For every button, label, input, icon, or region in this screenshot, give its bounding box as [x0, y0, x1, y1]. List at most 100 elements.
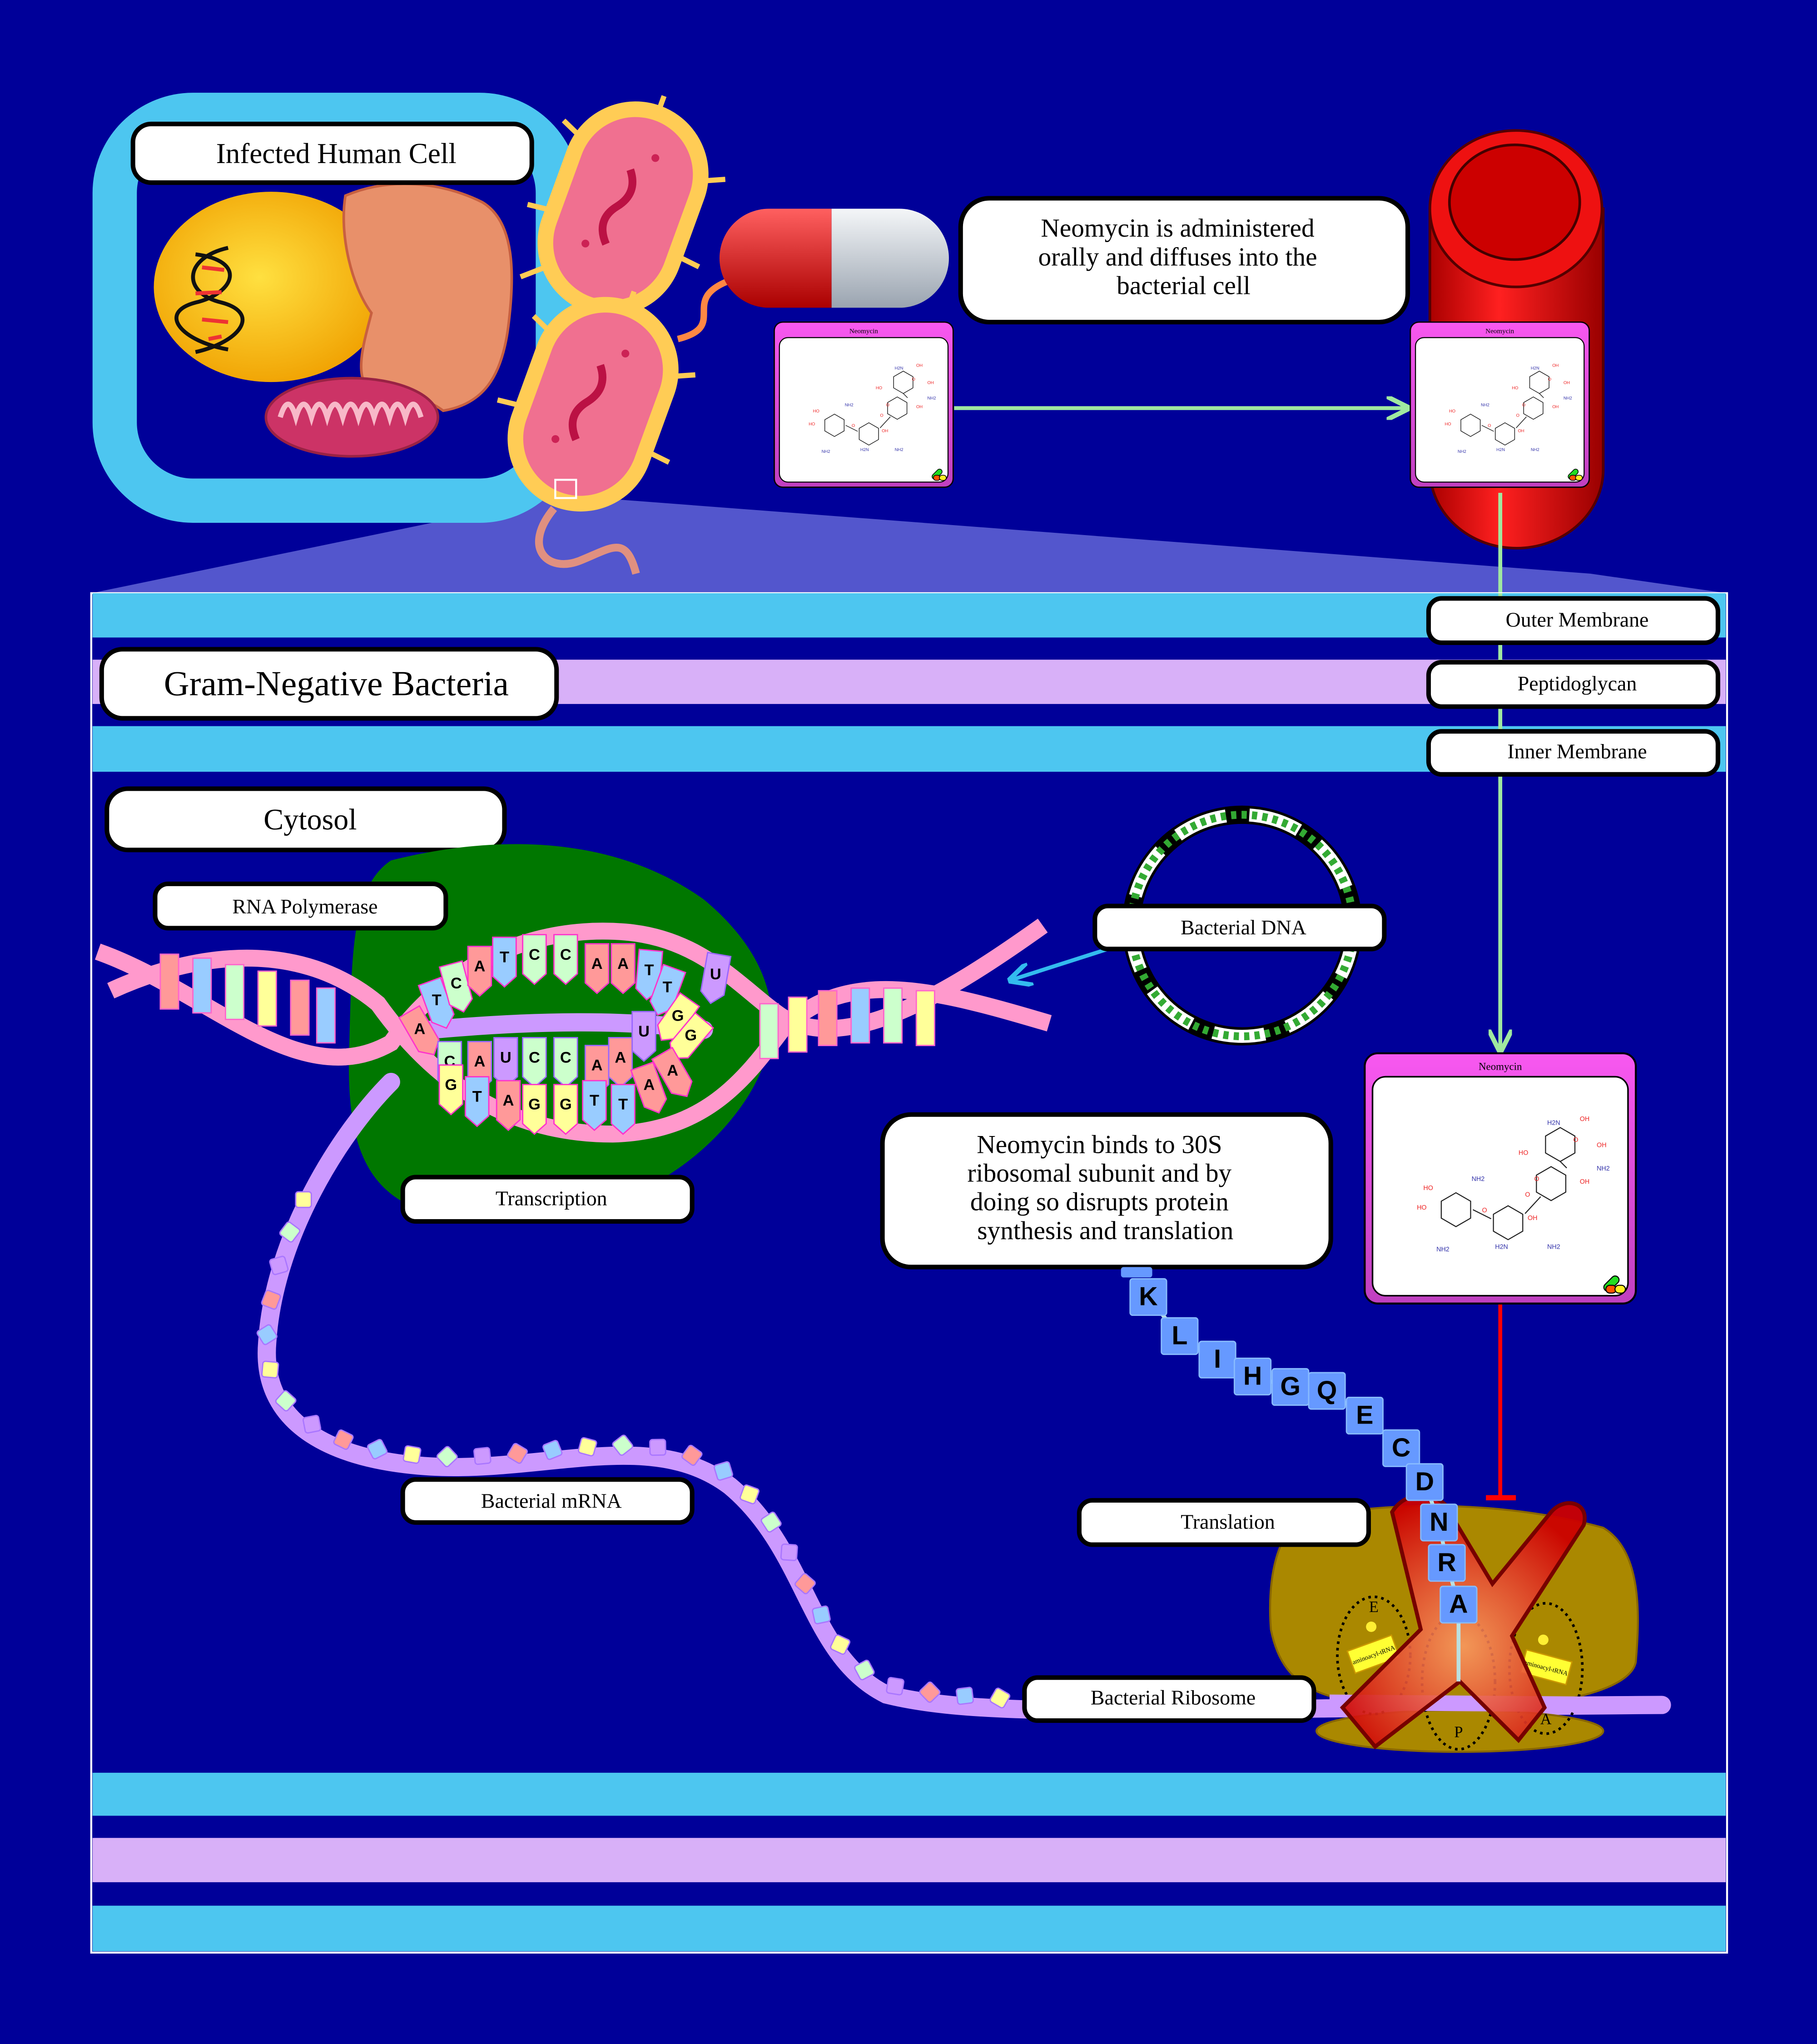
nucleotide-T: T: [611, 1084, 635, 1135]
cytosol-label: Cytosol: [263, 803, 357, 836]
amino-acid-N: N: [1420, 1503, 1458, 1542]
mrna-base: [333, 1429, 354, 1450]
amino-acid-L: L: [1161, 1317, 1199, 1355]
atom-label: NH2: [1458, 449, 1466, 454]
svg-text:T: T: [472, 1088, 482, 1106]
bacterial-ribosome-label: Bacterial Ribosome: [1091, 1686, 1256, 1709]
nucleotide-C: C: [553, 1037, 578, 1088]
atom-label: OH: [1518, 429, 1524, 434]
svg-text:A: A: [591, 1057, 603, 1074]
atom-label: HO: [1519, 1150, 1529, 1157]
svg-text:A: A: [474, 958, 486, 975]
atom-label: NH2: [845, 403, 854, 408]
nucleotide-A: A: [651, 1047, 693, 1097]
administration-note: Neomycin is administered orally and diff…: [1038, 214, 1324, 300]
nucleotide-A: A: [496, 1080, 521, 1131]
mrna-base: [649, 1439, 666, 1456]
atom-label: O: [852, 423, 855, 428]
dna-base-pairs: [159, 953, 935, 1059]
nucleotide-A: A: [611, 943, 635, 994]
mitochondrion: [264, 377, 440, 458]
mrna-base: [681, 1444, 703, 1466]
mrna-base: [256, 1324, 278, 1345]
peptidoglycan-layer-bottom: [92, 1838, 1726, 1882]
amino-acid-Q: Q: [1308, 1372, 1346, 1410]
dna-base-pair: [818, 990, 838, 1047]
nucleotide-U: U: [631, 1011, 656, 1062]
atom-label: HO: [813, 409, 819, 414]
dna-arrow: [1010, 947, 1109, 980]
atom-label: NH2: [1436, 1246, 1450, 1253]
mrna-base: [402, 1445, 422, 1464]
dna-base-pair: [759, 1003, 779, 1059]
mrna-base: [473, 1447, 491, 1465]
gram-negative-label-box: [99, 647, 559, 721]
svg-text:A: A: [644, 1077, 655, 1094]
translation-label: Translation: [1181, 1510, 1275, 1533]
dna-base-pair: [159, 953, 179, 1010]
atom-label: OH: [1564, 380, 1570, 385]
svg-text:N: N: [1430, 1508, 1448, 1537]
mrna-base: [302, 1414, 322, 1434]
mrna-base: [780, 1543, 798, 1561]
svg-text:A: A: [414, 1020, 426, 1037]
atom-label: O: [880, 413, 883, 418]
mrna-base: [261, 1360, 279, 1379]
atom-label: HO: [1449, 409, 1455, 414]
mrna-base: [279, 1221, 301, 1243]
dna-base-pair: [224, 964, 245, 1020]
bacterial-mrna-label-box: [400, 1477, 695, 1525]
mechanism-note-box: [880, 1112, 1333, 1270]
drug-name: Neomycin: [1485, 327, 1514, 335]
transcription-label: Transcription: [496, 1187, 607, 1210]
svg-text:G: G: [445, 1077, 457, 1094]
atom-label: O: [1522, 403, 1525, 408]
nucleotide-C: C: [553, 934, 578, 985]
mrna-base: [760, 1511, 782, 1533]
svg-text:I: I: [1214, 1344, 1221, 1374]
svg-text:C: C: [560, 1049, 571, 1066]
atom-label: O: [886, 403, 889, 408]
rna-polymerase-label: RNA Polymerase: [232, 895, 377, 918]
inner-membrane-bottom: [92, 1772, 1726, 1816]
atom-label: OH: [1580, 1178, 1590, 1186]
svg-text:K: K: [1139, 1282, 1157, 1311]
drug-name: Neomycin: [849, 327, 878, 335]
mrna-base: [812, 1605, 831, 1625]
amino-acid-partial: [1121, 1267, 1152, 1278]
mrna-base: [261, 1290, 281, 1310]
nucleotide-T: T: [464, 1076, 490, 1127]
svg-text:G: G: [685, 1027, 697, 1044]
nucleotide-G: G: [657, 992, 700, 1041]
mrna-base: [989, 1687, 1011, 1709]
atom-label: OH: [1580, 1116, 1590, 1123]
atom-label: O: [1525, 1191, 1530, 1199]
mrna-base: [275, 1390, 297, 1412]
atom-label: H2N: [1547, 1120, 1560, 1127]
neomycin-structure: [1460, 371, 1549, 446]
mrna-base: [713, 1461, 734, 1481]
drug-name: Neomycin: [1479, 1061, 1522, 1072]
dna-base-pair: [290, 979, 310, 1036]
svg-text:C: C: [529, 946, 540, 963]
bacterial-dna-label: Bacterial DNA: [1181, 916, 1306, 939]
atom-label: HO: [1417, 1204, 1427, 1211]
atom-label: NH2: [1597, 1165, 1610, 1172]
svg-text:C: C: [529, 1049, 540, 1066]
svg-text:U: U: [500, 1049, 511, 1066]
neomycin-structure: [824, 371, 913, 446]
inner-membrane-label: Inner Membrane: [1507, 739, 1647, 763]
mrna-base: [542, 1440, 563, 1460]
nucleotide-A: A: [584, 943, 610, 994]
amino-acid-H: H: [1233, 1357, 1272, 1396]
nucleotide-A: A: [398, 1005, 440, 1056]
svg-text:A: A: [474, 1053, 486, 1070]
nucleotide-G: G: [669, 1012, 715, 1059]
atom-label: O: [1516, 413, 1519, 418]
translation-label-box: [1077, 1498, 1371, 1547]
